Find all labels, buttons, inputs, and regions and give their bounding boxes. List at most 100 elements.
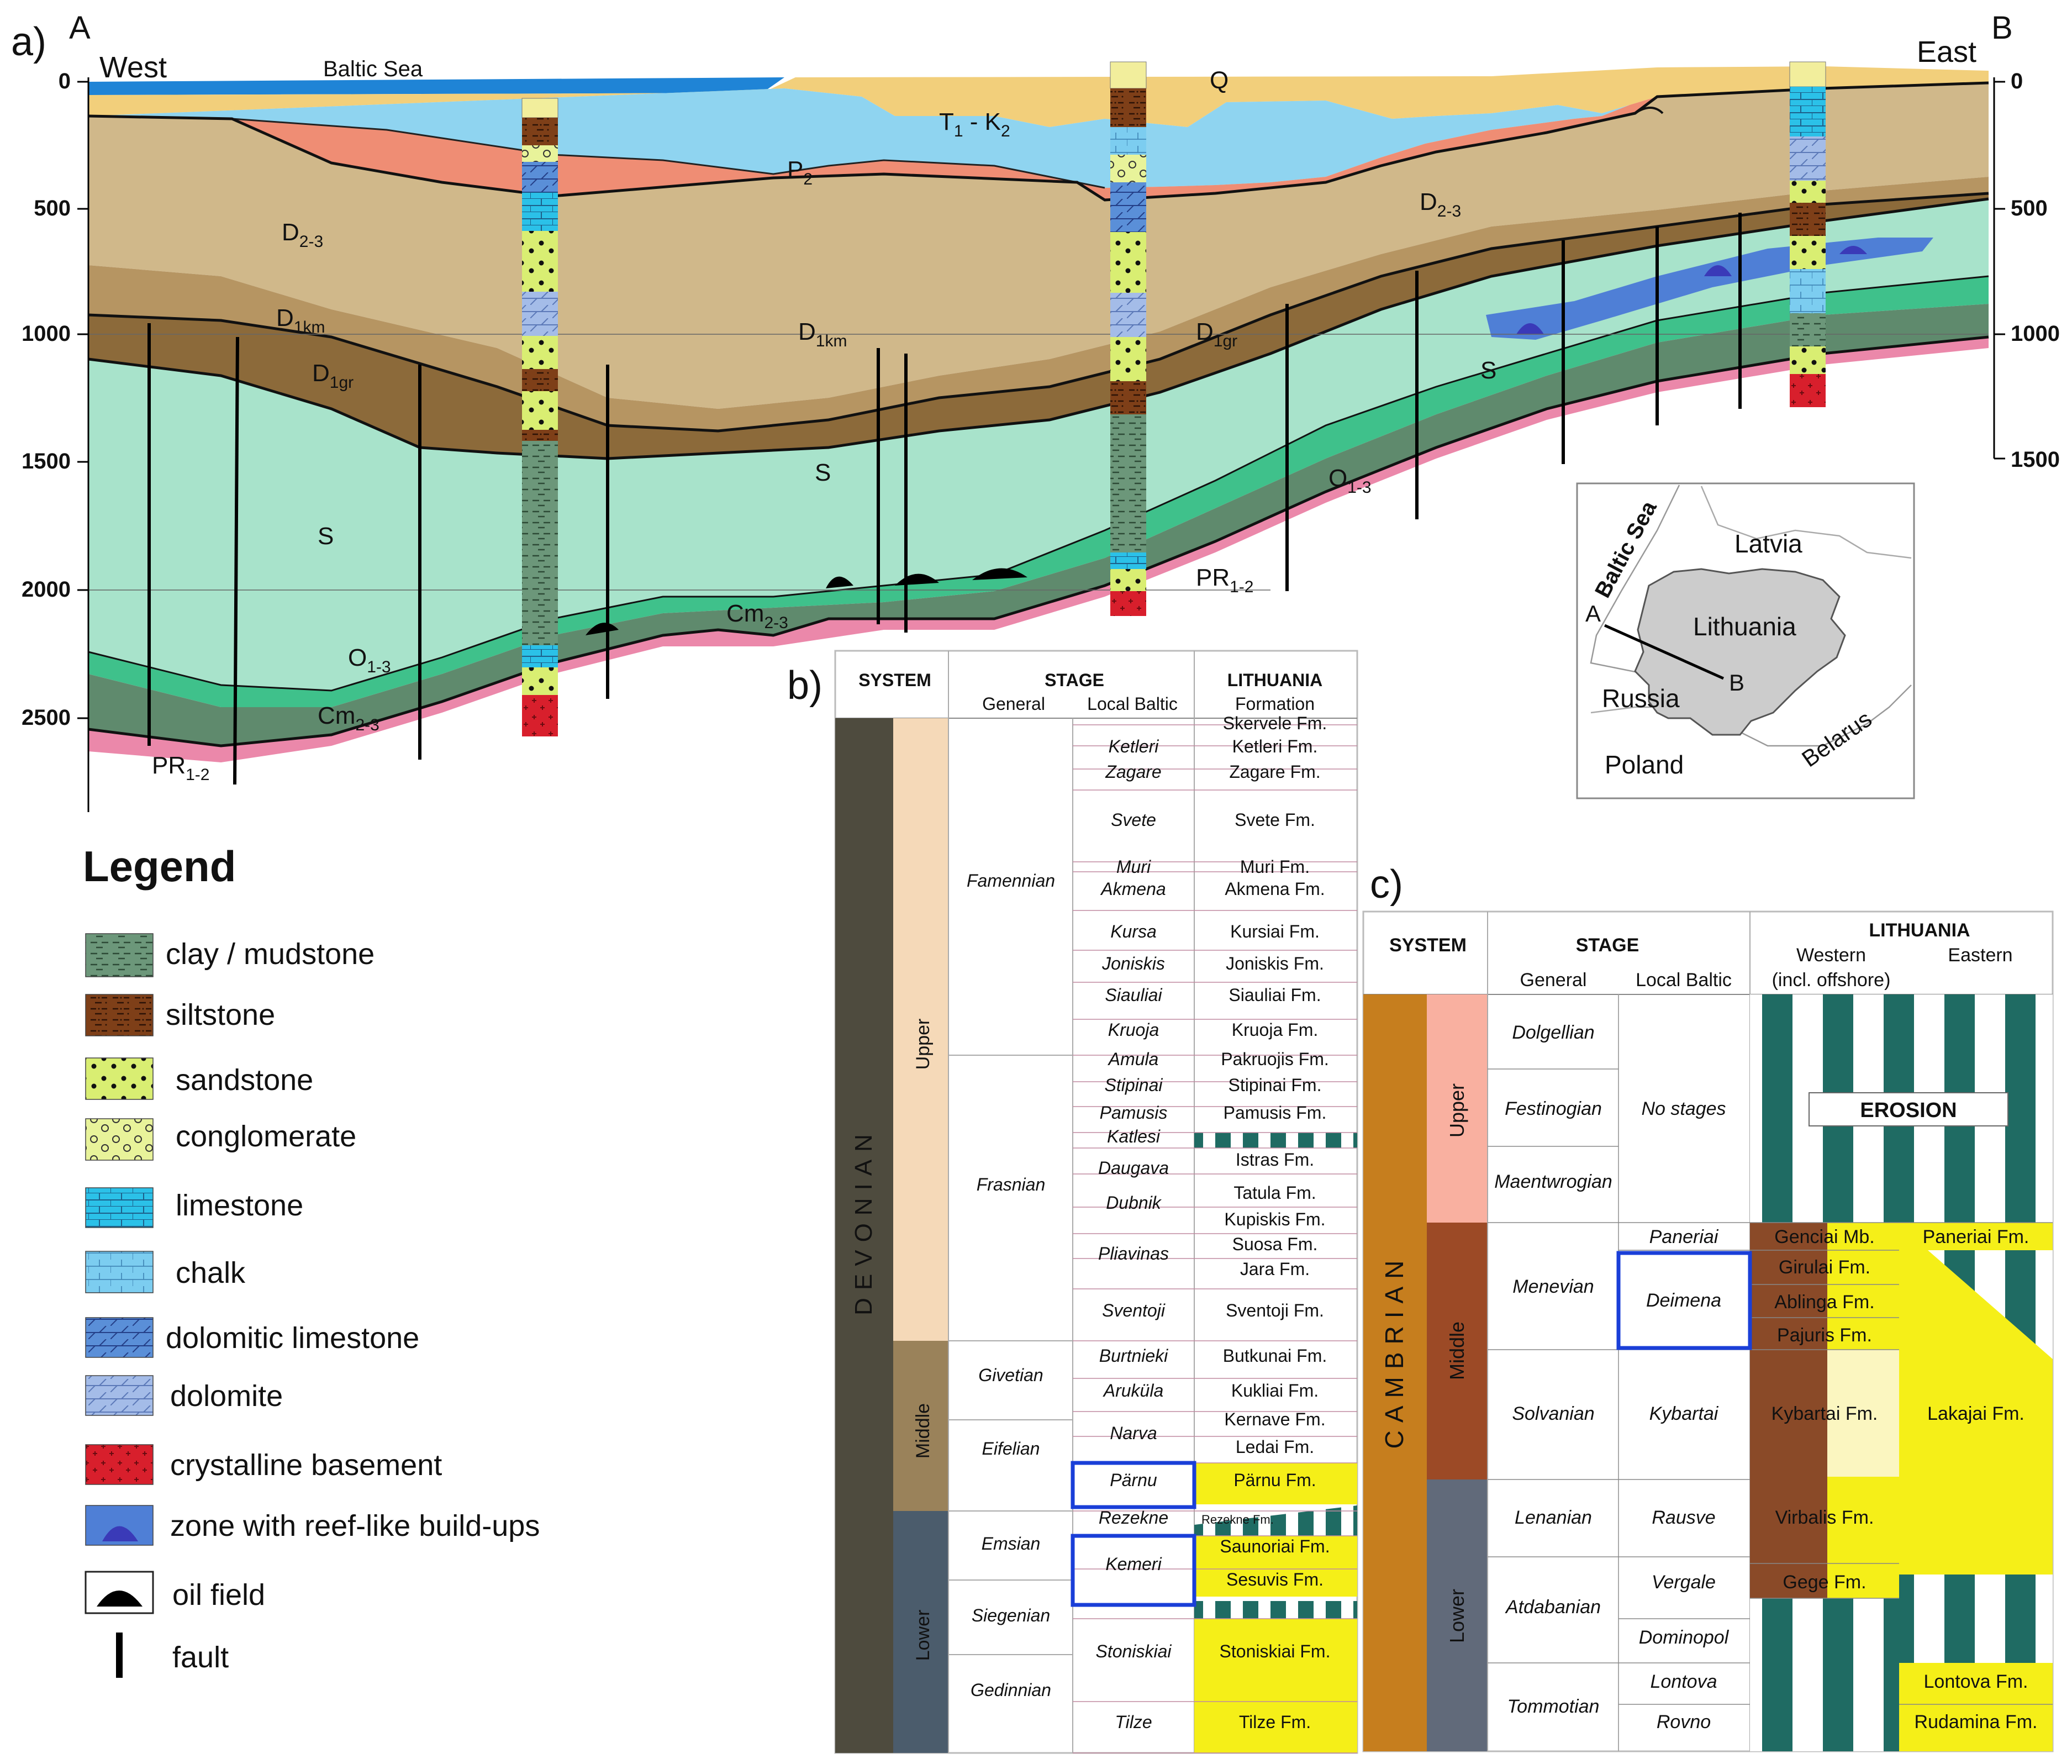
b-formation: Butkunai Fm.	[1223, 1346, 1327, 1366]
c-hdr-western: Western	[1796, 945, 1866, 966]
legend-label-dolomitic-limestone: dolomitic limestone	[166, 1321, 419, 1355]
b-fill-parnu	[1194, 1463, 1357, 1504]
c-general-solvanian: Solvanian	[1512, 1403, 1594, 1424]
b-local-stage: Joniskis	[1101, 954, 1165, 973]
c-east-lakajai	[1899, 1250, 2053, 1575]
c-general-menevian: Menevian	[1512, 1276, 1594, 1297]
b-hatch-katlesi	[1194, 1133, 1357, 1148]
b-local-stage: Siauliai	[1105, 985, 1162, 1005]
legend-swatch-limestone	[85, 1187, 154, 1228]
b-general-gedinnian: Gedinnian	[971, 1680, 1051, 1700]
b-formation: Svete Fm.	[1235, 810, 1315, 830]
legend-swatch-chalk	[85, 1251, 154, 1293]
b-formation: Skervele Fm.	[1223, 713, 1327, 733]
b-formation: Pärnu Fm.	[1233, 1470, 1316, 1490]
b-local-stage: Pliavinas	[1098, 1244, 1169, 1263]
c-east-paneriai	[1899, 1223, 2053, 1250]
endpoint-a-label: A	[69, 10, 91, 46]
b-formation: Pamusis Fm.	[1224, 1103, 1327, 1123]
b-local-stage: Svete	[1111, 810, 1156, 830]
layer-p2	[232, 97, 1657, 200]
unit-t1-k2: T1 - K2	[939, 108, 1010, 140]
c-local-deimena: Deimena	[1646, 1290, 1721, 1311]
b-general-eifelian: Eifelian	[982, 1439, 1040, 1458]
b-local-stage: Tilze	[1115, 1712, 1152, 1732]
c-east-paneriai-fm: Paneriai Fm.	[1923, 1226, 2029, 1247]
b-formation: Stipinai Fm.	[1229, 1075, 1322, 1095]
c-series-middle	[1427, 1223, 1488, 1479]
b-local-stage: Pärnu	[1110, 1470, 1157, 1490]
reef-buildup-4	[1839, 246, 1867, 254]
c-general-maentwrogian: Maentwrogian	[1494, 1171, 1612, 1192]
unit-s-east: S	[1480, 357, 1496, 384]
right-depth-tick-1000: 1000	[2011, 322, 2060, 346]
b-formation: Kernave Fm.	[1224, 1409, 1325, 1429]
b-formation: Sventoji Fm.	[1226, 1300, 1324, 1320]
c-west-kybartai: Kybartai Fm.	[1772, 1403, 1878, 1424]
c-local-rausve: Rausve	[1652, 1507, 1715, 1528]
c-local-dominopol: Dominopol	[1639, 1627, 1730, 1648]
b-fill-saunoriai	[1194, 1536, 1357, 1597]
depth-tick-1500: 1500	[22, 449, 71, 473]
oil-field-4	[972, 568, 1027, 580]
b-series-upper	[893, 718, 948, 1341]
legend-label-dolomite: dolomite	[170, 1379, 283, 1413]
legend-label-limestone: limestone	[176, 1189, 303, 1222]
oil-field-icon	[97, 1591, 143, 1607]
b-local-stage: Kursa	[1110, 922, 1157, 941]
c-east-rudamina	[1899, 1704, 2053, 1751]
c-erosion-box	[1809, 1092, 2008, 1126]
well-2	[1110, 61, 1147, 616]
west-label: West	[99, 51, 167, 84]
b-formation: Pakruojis Fm.	[1221, 1049, 1329, 1069]
unit-q: Q	[1210, 67, 1229, 94]
right-depth-tick-0: 0	[2011, 69, 2023, 93]
c-east-lontova	[1899, 1663, 2053, 1704]
layer-o1-3	[88, 276, 1989, 707]
depth-tick-1000: 1000	[22, 322, 71, 346]
unit-pr1-2-west: PR1-2	[152, 752, 209, 784]
unit-p2: P2	[787, 156, 813, 188]
b-local-stage: Stoniskiai	[1096, 1641, 1172, 1661]
c-east-lakajai-fm: Lakajai Fm.	[1927, 1403, 2024, 1424]
b-local-stage: Dubnik	[1106, 1193, 1162, 1213]
layer-d1gr	[88, 193, 1989, 459]
depth-tick-2000: 2000	[22, 577, 71, 602]
legend-swatch-conglomerate	[85, 1118, 154, 1161]
c-local-kybartai: Kybartai	[1649, 1403, 1719, 1424]
b-highlight-kemeri	[1071, 1534, 1196, 1607]
layer-cm2-3	[88, 304, 1989, 746]
b-formation: Sesuvis Fm.	[1226, 1570, 1324, 1589]
faults	[147, 213, 1742, 785]
unit-o1-3-east: O1-3	[1328, 465, 1372, 497]
oil-field-1	[586, 623, 619, 635]
profile-line	[1604, 624, 1725, 680]
c-system-text: CAMBRIAN	[1380, 1253, 1409, 1449]
b-formation: Ketleri Fm.	[1232, 736, 1318, 756]
map-russia: Russia	[1602, 684, 1680, 713]
b-hdr-system: SYSTEM	[858, 670, 931, 690]
b-local-stage: Ketleri	[1109, 736, 1159, 756]
legend-reef-icon	[102, 1526, 138, 1541]
unit-d1km-mid: D1km	[798, 318, 847, 350]
layer-q	[88, 66, 1989, 127]
sea-label: Baltic Sea	[323, 57, 423, 81]
panel-c-label: c)	[1370, 862, 1403, 907]
panel-a-label: a)	[11, 20, 46, 64]
c-west-yellow-top	[1827, 1223, 1899, 1350]
b-local-stage: Zagare	[1105, 762, 1161, 782]
c-west-ablinga: Ablinga Fm.	[1774, 1292, 1874, 1313]
b-series-upper-label: Upper	[913, 1019, 934, 1070]
unit-d1km-west: D1km	[276, 304, 325, 336]
c-general-tommotian: Tommotian	[1507, 1696, 1600, 1717]
c-general-festinogian: Festinogian	[1505, 1098, 1602, 1119]
legend-label-clay: clay / mudstone	[166, 938, 375, 971]
unit-s-west: S	[318, 523, 334, 550]
c-east-lontova-fm: Lontova Fm.	[1924, 1671, 2028, 1692]
lithuania-shape	[1634, 568, 1846, 736]
b-formation: Kruoja Fm.	[1232, 1020, 1318, 1040]
cross-section: 0 500 1000 1500 2000 2500 0 500 1000 150…	[11, 10, 2060, 812]
unit-o1-3-west: O1-3	[348, 644, 391, 676]
legend-label-reef: zone with reef-like build-ups	[170, 1509, 540, 1542]
